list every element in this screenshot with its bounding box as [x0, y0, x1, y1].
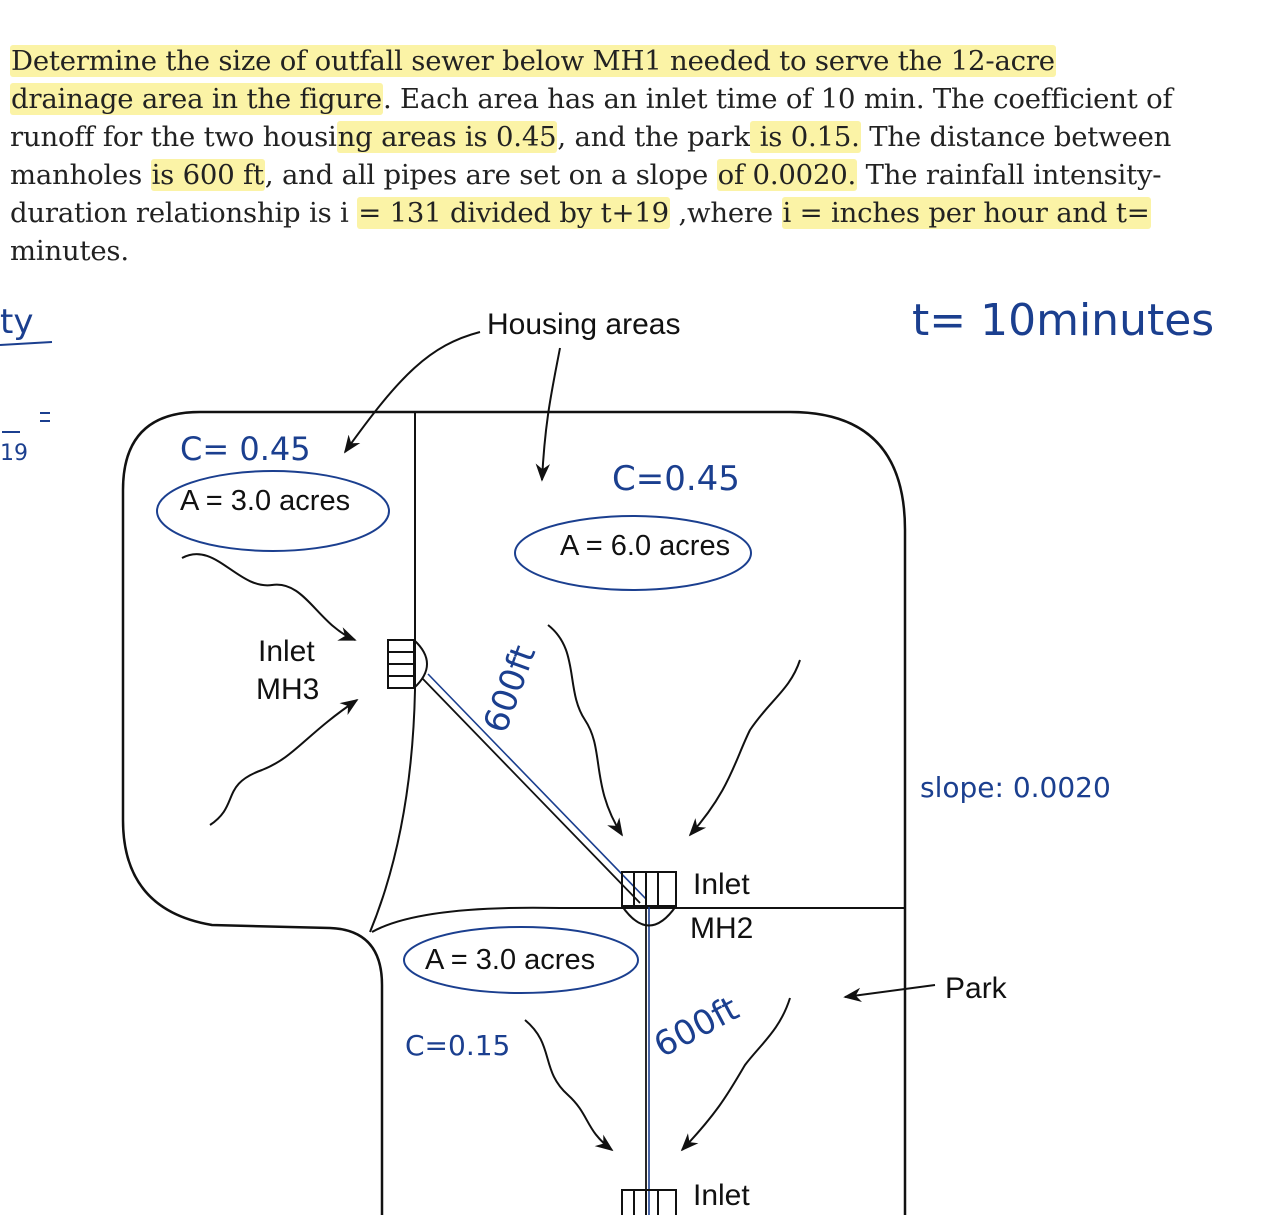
text-span: duration relationship is i	[10, 197, 358, 229]
park-label: Park	[945, 972, 1008, 1005]
highlighted-text: Determine the size of outfall sewer belo…	[10, 45, 1056, 77]
highlighted-text: i = inches per hour and t=	[781, 197, 1151, 229]
text-span: The distance between	[860, 121, 1172, 153]
margin-scribble-top: ty	[0, 302, 33, 342]
problem-line: drainage area in the figure. Each area h…	[10, 80, 1210, 118]
text-span: minutes.	[10, 235, 129, 267]
flow-arrow-park-right	[680, 997, 791, 1152]
sewer-mh3-mh2	[421, 677, 641, 904]
problem-statement: Determine the size of outfall sewer belo…	[10, 42, 1210, 270]
mh1-inlet-label: Inlet	[693, 1179, 750, 1212]
slope-annotation: slope: 0.0020	[920, 771, 1111, 804]
mh3-inlet-symbol	[387, 639, 428, 689]
circle-area-center	[514, 515, 752, 591]
circle-area-left	[156, 470, 390, 552]
drainage-boundary	[121, 410, 907, 1215]
housing-pointer-left	[343, 331, 481, 454]
highlighted-text: is 0.15.	[750, 121, 861, 153]
text-span: The rainfall intensity-	[857, 159, 1162, 191]
circle-area-park	[403, 926, 639, 994]
mh2-inlet-label: Inlet	[693, 868, 750, 901]
flow-arrows	[181, 331, 936, 1152]
distance-annotation-2: 600ft	[647, 989, 745, 1066]
highlighted-text: = 131 divided by t+19	[357, 197, 670, 229]
margin-scribble-mid: 19	[0, 441, 28, 466]
mh2-label: MH2	[690, 912, 753, 945]
c-park-annotation: C=0.15	[405, 1029, 510, 1062]
handwritten-circles	[156, 470, 752, 994]
flow-arrow-left-lower	[209, 698, 359, 826]
time-annotation: t= 10minutes	[912, 295, 1214, 346]
area-center-label: A = 6.0 acres	[560, 530, 730, 562]
problem-line: duration relationship is i = 131 divided…	[10, 194, 1210, 232]
c-center-annotation: C=0.45	[612, 459, 740, 499]
highlighted-text: is 600 ft	[150, 159, 265, 191]
flow-arrow-center-right	[688, 659, 801, 837]
highlighted-text: of 0.0020.	[716, 159, 858, 191]
text-span: . Each area has an inlet time of 10 min.…	[382, 83, 1173, 115]
distance-annotation-1: 600ft	[476, 640, 544, 738]
problem-line: minutes.	[10, 232, 1210, 270]
highlighted-text: ng areas is 0.45	[336, 121, 558, 153]
area-divider-park	[371, 906, 905, 933]
area-park-label: A = 3.0 acres	[425, 944, 595, 976]
problem-line: runoff for the two housing areas is 0.45…	[10, 118, 1210, 156]
problem-line: Determine the size of outfall sewer belo…	[10, 42, 1210, 80]
area-divider-vertical	[369, 412, 416, 933]
mh3-label: MH3	[256, 673, 319, 706]
highlighted-text: drainage area in the figure	[10, 83, 383, 115]
flow-arrow-left-upper	[181, 553, 357, 641]
margin-equals-scribble	[2, 412, 50, 433]
c-left-annotation: C= 0.45	[180, 430, 311, 468]
text-span: manholes	[10, 159, 151, 191]
area-left-label: A = 3.0 acres	[180, 485, 350, 517]
flow-arrow-park-left	[524, 1019, 614, 1152]
text-span: , and the park	[557, 121, 751, 153]
mh3-inlet-label: Inlet	[258, 635, 315, 668]
problem-line: manholes is 600 ft, and all pipes are se…	[10, 156, 1210, 194]
housing-pointer-center	[535, 347, 561, 482]
text-span: ,where	[669, 197, 782, 229]
mh1-inlet-symbol	[621, 1189, 677, 1215]
text-span: , and all pipes are set on a slope	[264, 159, 717, 191]
flow-arrow-center-left	[547, 624, 623, 837]
text-span: runoff for the two housi	[10, 121, 337, 153]
mh2-inlet-symbol	[621, 871, 677, 927]
park-pointer	[843, 984, 936, 1002]
housing-areas-label: Housing areas	[487, 308, 680, 341]
